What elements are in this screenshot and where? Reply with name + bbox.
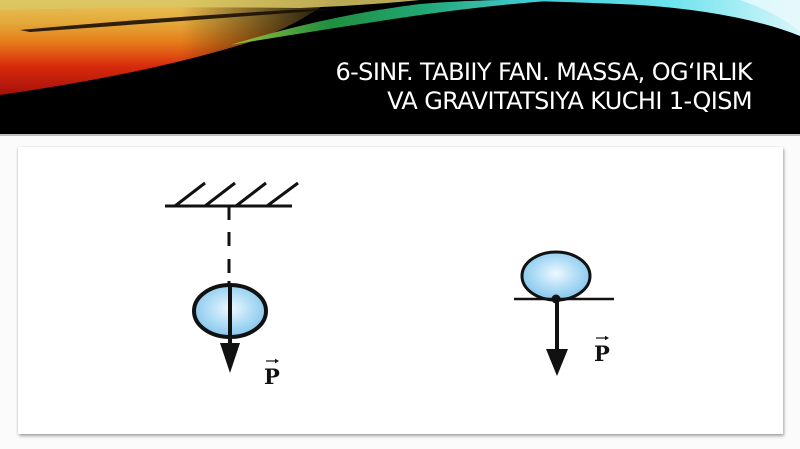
slide-title: 6-SINF. TABIIY FAN. MASSA, OG‘IRLIK VA G… [192, 58, 752, 116]
weight-vector-arrow-icon [546, 299, 568, 376]
title-line-2: VA GRAVITATSIYA KUCHI 1-QISM [387, 87, 752, 115]
force-label-hanging: P [264, 358, 280, 389]
ceiling-support-icon [165, 181, 299, 208]
force-label-text: P [594, 341, 610, 366]
resting-ball [520, 250, 592, 302]
vector-arrow-icon [596, 335, 609, 341]
header-divider [0, 134, 800, 136]
resting-ball-figure [514, 250, 614, 376]
hanging-ball-figure [165, 181, 299, 373]
content-card [18, 147, 783, 434]
weight-vector-arrow-icon [220, 283, 240, 373]
force-label-text: P [264, 364, 280, 389]
title-line-1: 6-SINF. TABIIY FAN. MASSA, OG‘IRLIK [335, 58, 752, 86]
slide-header: 6-SINF. TABIIY FAN. MASSA, OG‘IRLIK VA G… [0, 0, 800, 135]
force-label-resting: P [594, 335, 610, 366]
vector-arrow-icon [266, 358, 279, 364]
decorative-ribbon-graphic [0, 0, 800, 95]
